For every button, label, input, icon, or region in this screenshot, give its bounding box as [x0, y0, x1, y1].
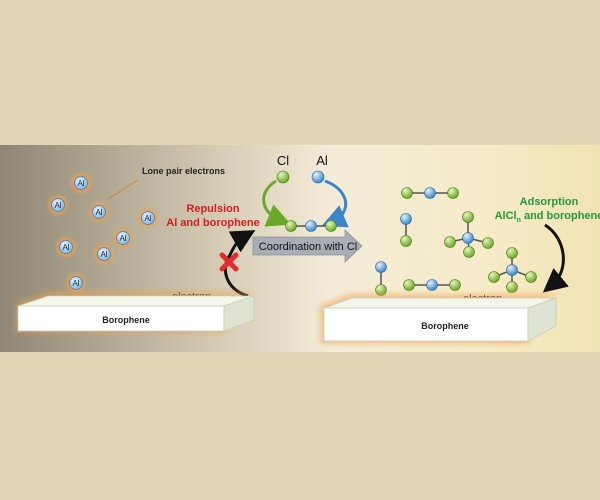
alcl-molecule [400, 213, 412, 247]
alcl3-molecule [444, 211, 494, 258]
borophene-slab-right: Borophene [320, 294, 560, 344]
alcl2-molecule [403, 279, 461, 291]
adsorption-subtitle: AlCln and borophene [495, 210, 600, 224]
red-x-icon [219, 252, 239, 272]
svg-text:Al: Al [77, 179, 84, 188]
al-legend-label: Al [316, 153, 328, 168]
middle-panel: Cl Al Coordination with Cl [252, 153, 363, 263]
al-atom: Al [111, 226, 135, 250]
al-atom: Al [92, 242, 116, 266]
repulsion-curved-arrow [224, 230, 256, 298]
al-atom: Al [46, 193, 70, 217]
coordination-label: Coordination with Cl [259, 241, 357, 253]
alcl-molecule [285, 220, 337, 232]
svg-text:Al: Al [72, 279, 79, 288]
green-curved-arrow [262, 179, 292, 227]
svg-text:Al: Al [119, 234, 126, 243]
alcl4-molecule [488, 247, 537, 293]
repulsion-title: Repulsion [186, 203, 239, 215]
svg-text:Al: Al [54, 201, 61, 210]
svg-text:Al: Al [144, 214, 151, 223]
svg-text:Al: Al [100, 250, 107, 259]
adsorption-curved-arrow [542, 223, 569, 293]
gray-right-arrow-icon [252, 229, 363, 263]
svg-text:Borophene: Borophene [421, 321, 469, 331]
left-panel: Lone pair electrons Al Al Al Al Al Al [16, 166, 260, 333]
al-atom: Al [69, 171, 93, 195]
al-atom: Al [64, 271, 88, 295]
borophene-slab-left: Borophene [16, 292, 258, 333]
lone-pair-label: Lone pair electrons [142, 166, 225, 176]
al-atom: Al [87, 200, 111, 224]
cl-legend-label: Cl [277, 153, 289, 168]
svg-text:Al: Al [95, 208, 102, 217]
lone-pair-pointer [107, 179, 139, 200]
alcl-molecule [375, 261, 387, 296]
repulsion-subtitle: Al and borophene [166, 217, 260, 229]
adsorption-title: Adsorption [520, 196, 579, 208]
al-atom: Al [54, 235, 78, 259]
al-atom: Al [136, 206, 160, 230]
al-atom [311, 170, 325, 184]
cl-atom [276, 170, 290, 184]
svg-text:Al: Al [62, 243, 69, 252]
svg-text:Borophene: Borophene [102, 315, 150, 325]
alcl2-molecule [401, 187, 459, 199]
right-panel: Adsorption AlCln and borophene electron … [320, 187, 600, 344]
blue-curved-arrow [321, 179, 349, 228]
